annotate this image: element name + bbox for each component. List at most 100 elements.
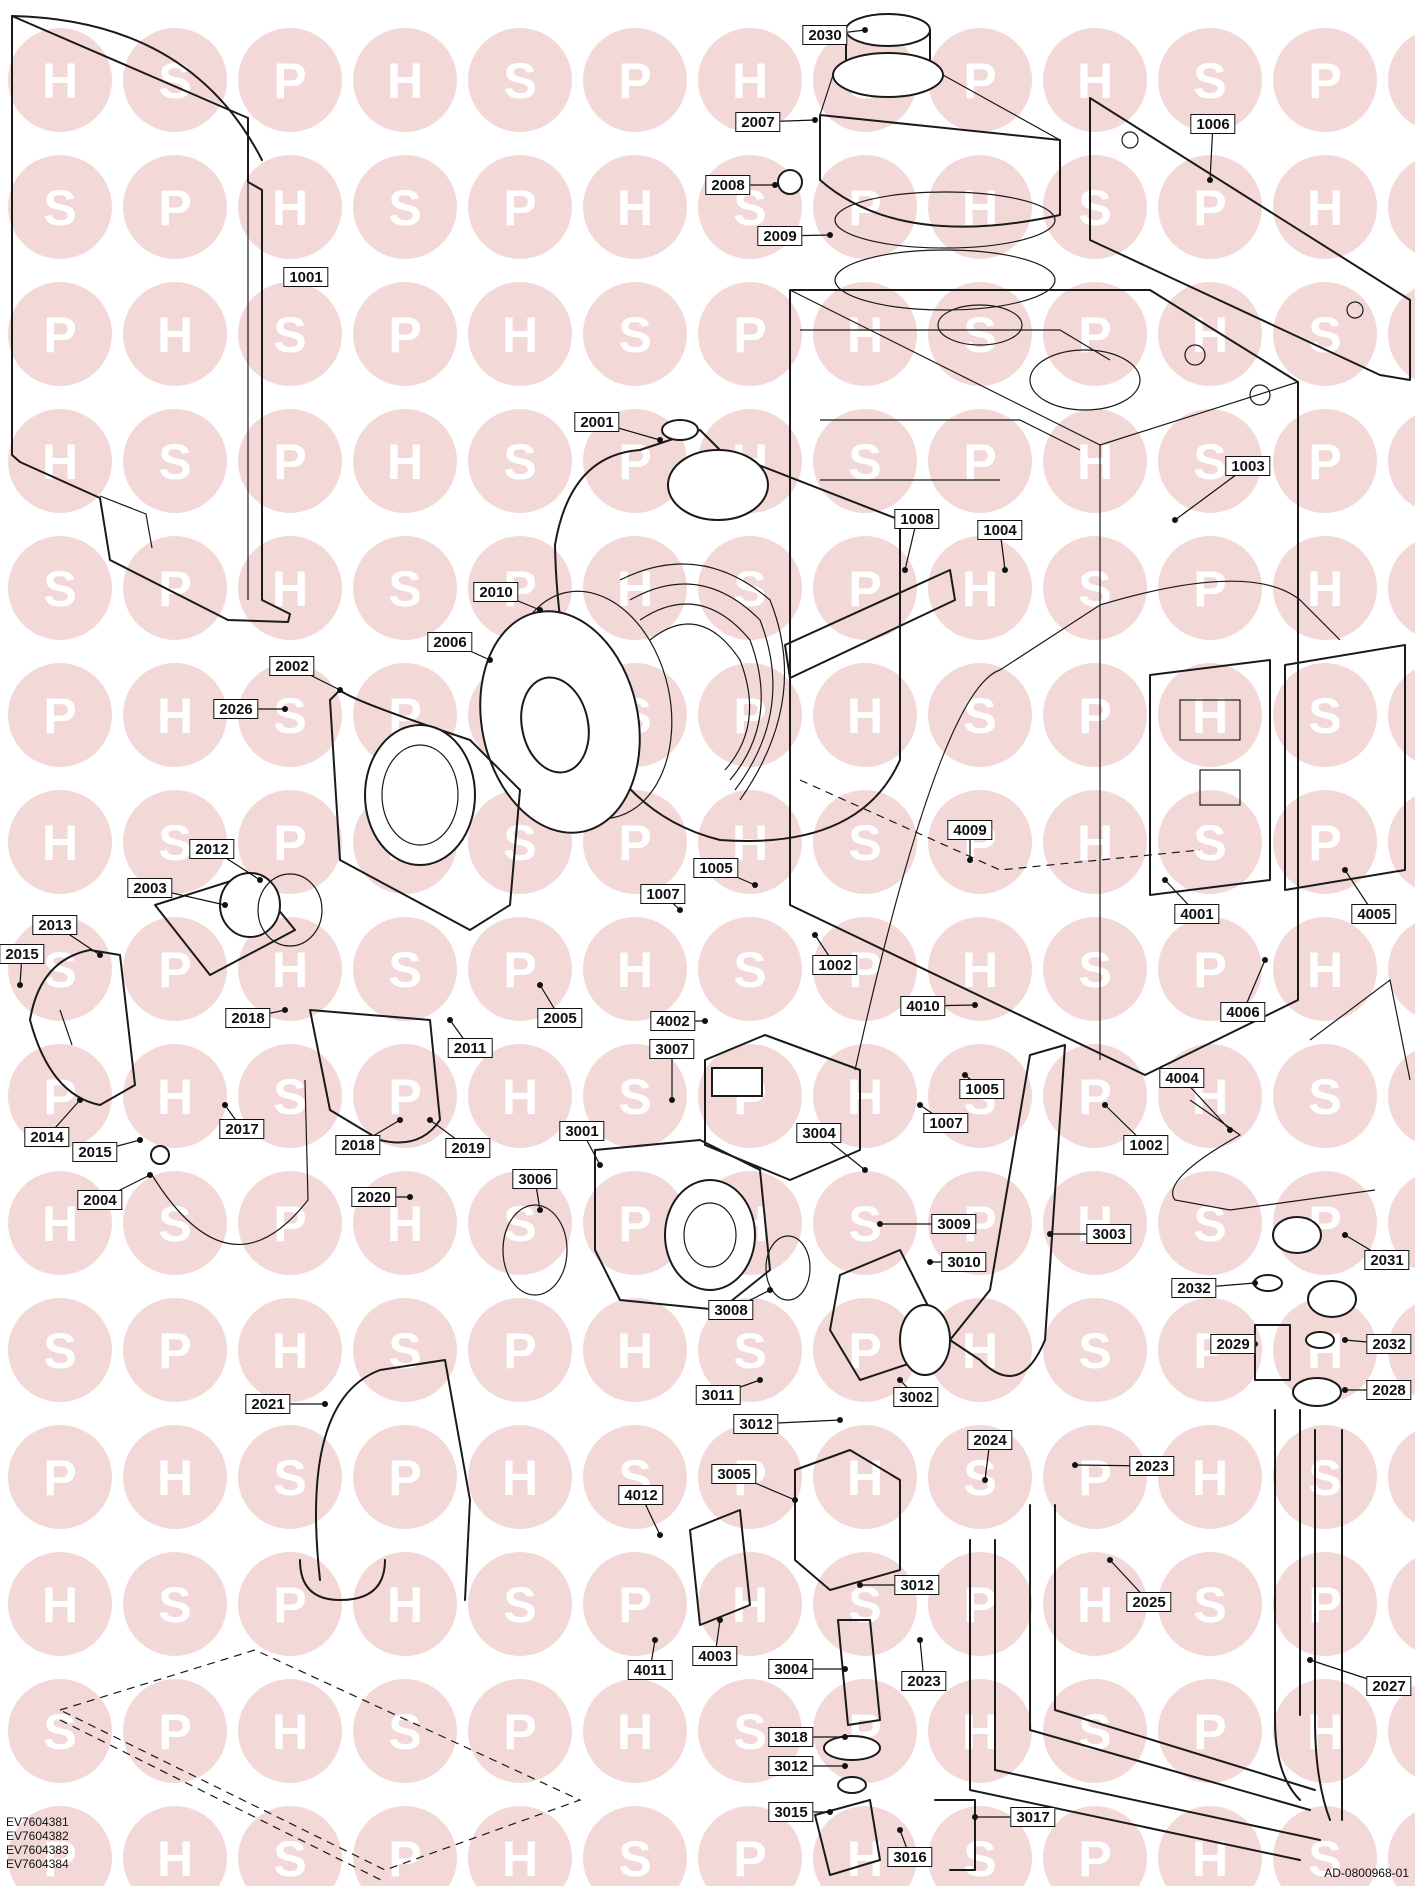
watermark-letter: H (1077, 1577, 1113, 1633)
part-callout-2021[interactable]: 2021 (245, 1394, 291, 1414)
watermark-letter: H (502, 1831, 538, 1886)
part-callout-2032a[interactable]: 2032 (1171, 1278, 1217, 1298)
leader-dot-2002 (337, 687, 343, 693)
part-callout-1003[interactable]: 1003 (1225, 456, 1271, 476)
part-callout-2026[interactable]: 2026 (213, 699, 259, 719)
part-callout-2012[interactable]: 2012 (189, 839, 235, 859)
part-callout-4004[interactable]: 4004 (1159, 1068, 1205, 1088)
part-callout-4011[interactable]: 4011 (627, 1660, 673, 1680)
watermark-circle (698, 28, 802, 132)
part-callout-3017[interactable]: 3017 (1010, 1807, 1056, 1827)
watermark-letter: S (158, 815, 191, 871)
part-callout-1006[interactable]: 1006 (1190, 114, 1236, 134)
leader-dot-1002a (812, 932, 818, 938)
watermark-circle (238, 28, 342, 132)
part-callout-3015[interactable]: 3015 (768, 1802, 814, 1822)
part-callout-3004b[interactable]: 3004 (768, 1659, 814, 1679)
part-callout-2024[interactable]: 2024 (967, 1430, 1013, 1450)
part-callout-3007[interactable]: 3007 (649, 1039, 695, 1059)
part-callout-2005[interactable]: 2005 (537, 1008, 583, 1028)
part-callout-2003[interactable]: 2003 (127, 878, 173, 898)
part-callout-3003[interactable]: 3003 (1086, 1224, 1132, 1244)
part-callout-2006[interactable]: 2006 (427, 632, 473, 652)
part-callout-2018b[interactable]: 2018 (335, 1135, 381, 1155)
watermark-letter: P (43, 688, 76, 744)
part-callout-2018a[interactable]: 2018 (225, 1008, 271, 1028)
part-callout-2032b[interactable]: 2032 (1366, 1334, 1412, 1354)
part-callout-3012a[interactable]: 3012 (733, 1414, 779, 1434)
watermark-circle (8, 28, 112, 132)
part-callout-4003[interactable]: 4003 (692, 1646, 738, 1666)
watermark-letter: H (387, 1577, 423, 1633)
watermark-letter: H (272, 1323, 308, 1379)
part-callout-2023a[interactable]: 2023 (1129, 1456, 1175, 1476)
part-callout-2029[interactable]: 2029 (1210, 1334, 1256, 1354)
part-callout-3004a[interactable]: 3004 (796, 1123, 842, 1143)
part-callout-4005[interactable]: 4005 (1351, 904, 1397, 924)
part-callout-3009[interactable]: 3009 (931, 1214, 977, 1234)
part-callout-2031[interactable]: 2031 (1364, 1250, 1410, 1270)
leader-dot-2010 (537, 607, 543, 613)
part-callout-2007[interactable]: 2007 (735, 112, 781, 132)
part-callout-2015a[interactable]: 2015 (0, 944, 45, 964)
leader-dot-3012c (842, 1763, 848, 1769)
part-callout-2015b[interactable]: 2015 (72, 1142, 118, 1162)
part-callout-2027[interactable]: 2027 (1366, 1676, 1412, 1696)
part-callout-1001[interactable]: 1001 (283, 267, 329, 287)
part-callout-2010[interactable]: 2010 (473, 582, 519, 602)
part-callout-2001[interactable]: 2001 (574, 412, 620, 432)
watermark-letter: H (617, 1323, 653, 1379)
part-callout-2025[interactable]: 2025 (1126, 1592, 1172, 1612)
part-callout-3006[interactable]: 3006 (512, 1169, 558, 1189)
watermark-letter: P (43, 1831, 76, 1886)
part-callout-1002b[interactable]: 1002 (1123, 1135, 1169, 1155)
watermark-letter: P (618, 1196, 651, 1252)
part-callout-1005a[interactable]: 1005 (693, 858, 739, 878)
part-callout-2020[interactable]: 2020 (351, 1187, 397, 1207)
part-callout-4010[interactable]: 4010 (900, 996, 946, 1016)
part-callout-3018[interactable]: 3018 (768, 1727, 814, 1747)
part-callout-1007b[interactable]: 1007 (923, 1113, 969, 1133)
watermark-circle (8, 155, 112, 259)
part-callout-1002a[interactable]: 1002 (812, 955, 858, 975)
watermark-letter: P (273, 434, 306, 490)
part-callout-3008[interactable]: 3008 (708, 1300, 754, 1320)
part-callout-2011[interactable]: 2011 (447, 1038, 493, 1058)
part-callout-3011[interactable]: 3011 (695, 1385, 741, 1405)
watermark-circle (1158, 790, 1262, 894)
part-callout-1005b[interactable]: 1005 (959, 1079, 1005, 1099)
part-callout-3012b[interactable]: 3012 (894, 1575, 940, 1595)
part-callout-2028[interactable]: 2028 (1366, 1380, 1412, 1400)
part-callout-2008[interactable]: 2008 (705, 175, 751, 195)
part-callout-2023b[interactable]: 2023 (901, 1671, 947, 1691)
part-callout-3012c[interactable]: 3012 (768, 1756, 814, 1776)
part-callout-4009[interactable]: 4009 (947, 820, 993, 840)
part-callout-4006[interactable]: 4006 (1220, 1002, 1266, 1022)
part-callout-4001[interactable]: 4001 (1174, 904, 1220, 924)
part-callout-2013[interactable]: 2013 (32, 915, 78, 935)
part-callout-2014[interactable]: 2014 (24, 1127, 70, 1147)
part-callout-3002[interactable]: 3002 (893, 1387, 939, 1407)
part-callout-2030[interactable]: 2030 (802, 25, 848, 45)
part-callout-2002[interactable]: 2002 (269, 656, 315, 676)
watermark-circle (1158, 409, 1262, 513)
leader-dot-4010 (972, 1002, 978, 1008)
watermark-circle (468, 1044, 572, 1148)
part-callout-3016[interactable]: 3016 (887, 1847, 933, 1867)
part-callout-3001[interactable]: 3001 (559, 1121, 605, 1141)
part-callout-2009[interactable]: 2009 (757, 226, 803, 246)
watermark-circle (123, 282, 227, 386)
watermark-circle (1388, 923, 1415, 1015)
part-callout-2004[interactable]: 2004 (77, 1190, 123, 1210)
part-callout-4012[interactable]: 4012 (618, 1485, 664, 1505)
part-callout-4002[interactable]: 4002 (650, 1011, 696, 1031)
watermark-circle (1388, 1812, 1415, 1886)
part-callout-1007a[interactable]: 1007 (640, 884, 686, 904)
part-callout-1008[interactable]: 1008 (894, 509, 940, 529)
part-callout-1004[interactable]: 1004 (977, 520, 1023, 540)
watermark-letter: H (272, 1704, 308, 1760)
part-callout-2017[interactable]: 2017 (219, 1119, 265, 1139)
part-callout-2019[interactable]: 2019 (445, 1138, 491, 1158)
part-callout-3005[interactable]: 3005 (711, 1464, 757, 1484)
part-callout-3010[interactable]: 3010 (941, 1252, 987, 1272)
